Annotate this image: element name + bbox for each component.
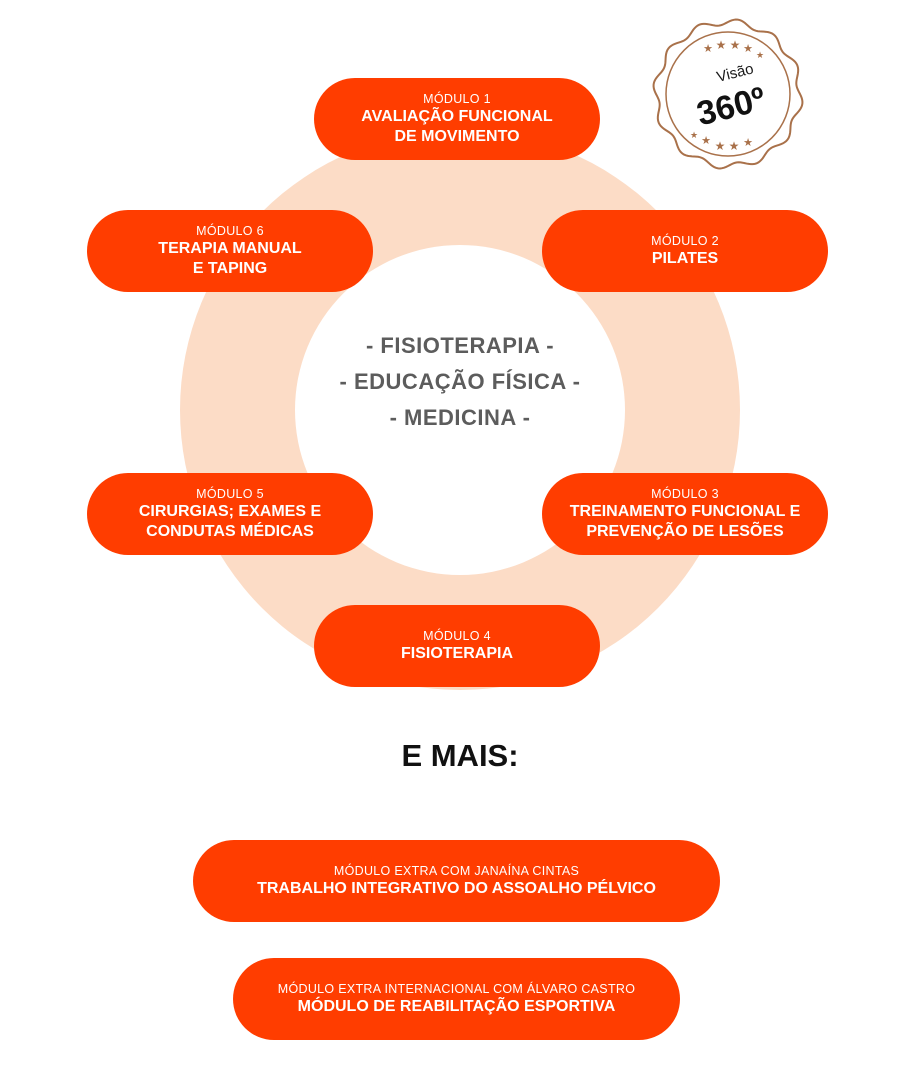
extra-label: MÓDULO EXTRA INTERNACIONAL COM ÁLVARO CA… [277,982,636,996]
star-icon: ★ [716,38,727,52]
module-4-pill: MÓDULO 4 FISIOTERAPIA [314,605,600,687]
seal-inner-ring [665,31,791,157]
star-icon: ★ [729,139,740,153]
extra-title: TRABALHO INTEGRATIVO DO ASSOALHO PÉLVICO [257,880,656,897]
star-icon: ★ [715,139,726,153]
visao-360-badge-icon: ★ ★ ★ ★ ★ ★ ★ ★ ★ ★ Visão 360º [652,18,804,170]
extra-label: MÓDULO EXTRA COM JANAÍNA CINTAS [333,864,580,878]
module-3-pill: MÓDULO 3 TREINAMENTO FUNCIONAL E PREVENÇ… [542,473,828,555]
module-label: MÓDULO 4 [423,629,491,643]
discipline-educacao-fisica: - EDUCAÇÃO FÍSICA - [339,369,581,394]
more-heading: E MAIS: [401,738,519,773]
seal-outline [652,18,804,170]
module-2-pill: MÓDULO 2 PILATES [542,210,828,292]
star-icon: ★ [743,42,753,55]
star-icon: ★ [701,134,711,147]
center-disciplines: - FISIOTERAPIA - - EDUCAÇÃO FÍSICA - - M… [300,328,620,436]
module-title: FISIOTERAPIA [400,645,513,662]
star-icon: ★ [730,38,741,52]
extra-title: MÓDULO DE REABILITAÇÃO ESPORTIVA [297,998,616,1015]
module-title: PILATES [651,250,719,267]
module-title: TERAPIA MANUAL E TAPING [158,240,302,277]
extra-module-1-pill: MÓDULO EXTRA COM JANAÍNA CINTAS TRABALHO… [193,840,720,922]
module-1-pill: MÓDULO 1 AVALIAÇÃO FUNCIONAL DE MOVIMENT… [314,78,600,160]
module-title: AVALIAÇÃO FUNCIONAL DE MOVIMENTO [361,108,553,145]
discipline-fisioterapia: - FISIOTERAPIA - [365,333,555,358]
module-title: TREINAMENTO FUNCIONAL E PREVENÇÃO DE LES… [569,503,801,540]
module-label: MÓDULO 6 [196,224,264,238]
seal-stars-top: ★ ★ ★ ★ ★ [703,38,764,61]
star-icon: ★ [690,131,698,141]
module-label: MÓDULO 1 [423,92,491,106]
star-icon: ★ [703,42,713,55]
module-label: MÓDULO 2 [651,234,719,248]
discipline-medicina: - MEDICINA - [389,405,531,430]
module-6-pill: MÓDULO 6 TERAPIA MANUAL E TAPING [87,210,373,292]
module-5-pill: MÓDULO 5 CIRURGIAS; EXAMES E CONDUTAS MÉ… [87,473,373,555]
seal-stars-bottom: ★ ★ ★ ★ ★ [690,131,753,153]
module-label: MÓDULO 3 [651,487,719,501]
module-title: CIRURGIAS; EXAMES E CONDUTAS MÉDICAS [138,503,322,540]
star-icon: ★ [756,51,764,61]
module-label: MÓDULO 5 [196,487,264,501]
extra-module-2-pill: MÓDULO EXTRA INTERNACIONAL COM ÁLVARO CA… [233,958,680,1040]
star-icon: ★ [743,136,753,149]
